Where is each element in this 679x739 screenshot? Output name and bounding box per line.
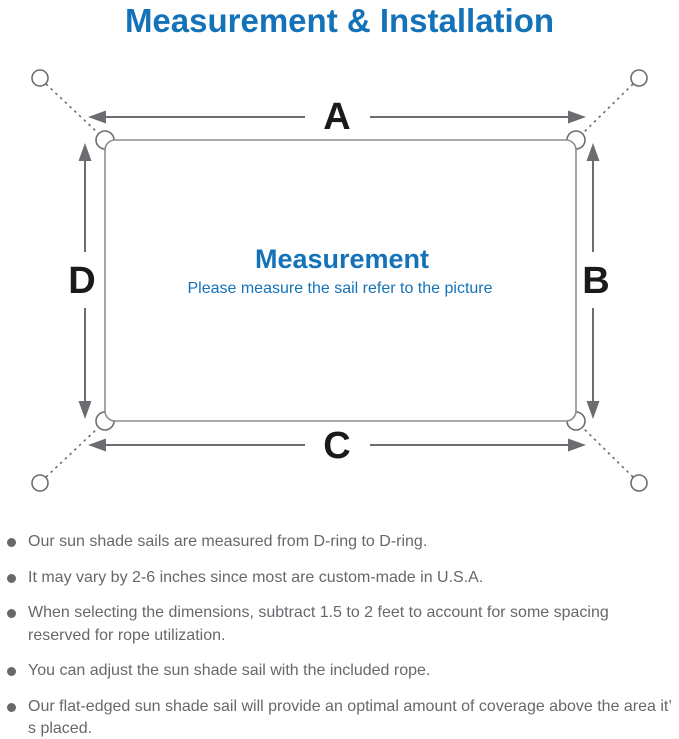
arrow-b-up-arrowhead-icon: [586, 143, 600, 161]
list-item: Our flat-edged sun shade sail will provi…: [5, 696, 675, 739]
note-text: When selecting the dimensions, subtract …: [28, 604, 609, 644]
anchor-point-bottom-left: [31, 474, 49, 492]
dimension-label-a: A: [323, 96, 350, 138]
arrow-d-down-arrowhead-icon: [78, 401, 92, 419]
measurement-notes-list: Our sun shade sails are measured from D-…: [5, 531, 675, 739]
arrow-b-down-arrowhead-icon: [586, 401, 600, 419]
list-item: When selecting the dimensions, subtract …: [5, 602, 675, 647]
arrow-a-right-arrowhead-icon: [568, 110, 586, 124]
anchor-point-top-right: [630, 69, 648, 87]
dimension-label-b: B: [582, 260, 609, 302]
arrow-c-left-arrowhead-icon: [88, 438, 106, 452]
arrow-d-up-arrowhead-icon: [78, 143, 92, 161]
diagram-center-title: Measurement: [255, 244, 429, 274]
bullet-icon: [7, 538, 16, 547]
bullet-icon: [7, 667, 16, 676]
note-text: You can adjust the sun shade sail with t…: [28, 662, 431, 679]
bullet-icon: [7, 573, 16, 583]
list-item: You can adjust the sun shade sail with t…: [5, 660, 675, 683]
arrow-c-right-arrowhead-icon: [568, 438, 586, 452]
arrow-a-left-arrowhead-icon: [88, 110, 106, 124]
rope-dashed-line-top-right: [581, 83, 634, 135]
dimension-label-d: D: [68, 260, 95, 302]
sail-outline: [104, 139, 577, 422]
list-item: Our sun shade sails are measured from D-…: [5, 531, 675, 554]
bullet-icon: [7, 609, 16, 618]
bullet-icon: [7, 702, 16, 712]
note-text: It may vary by 2-6 inches since most are…: [28, 568, 484, 586]
anchor-point-bottom-right: [630, 474, 648, 492]
note-text: Our sun shade sails are measured from D-…: [28, 533, 428, 550]
page-title: Measurement & Installation: [124, 2, 555, 39]
rope-dashed-line-bottom-right: [581, 426, 634, 478]
diagram-center-subtitle: Please measure the sail refer to the pic…: [187, 280, 492, 297]
measurement-diagram: A C D B Measurement Please measure the s…: [31, 69, 648, 492]
rope-dashed-line-bottom-left: [45, 426, 100, 478]
anchor-point-top-left: [31, 69, 49, 87]
note-text: Our flat-edged sun shade sail will provi…: [28, 697, 672, 738]
list-item: It may vary by 2-6 inches since most are…: [5, 567, 675, 590]
rope-dashed-line-top-left: [45, 83, 100, 135]
dimension-label-c: C: [323, 425, 350, 467]
